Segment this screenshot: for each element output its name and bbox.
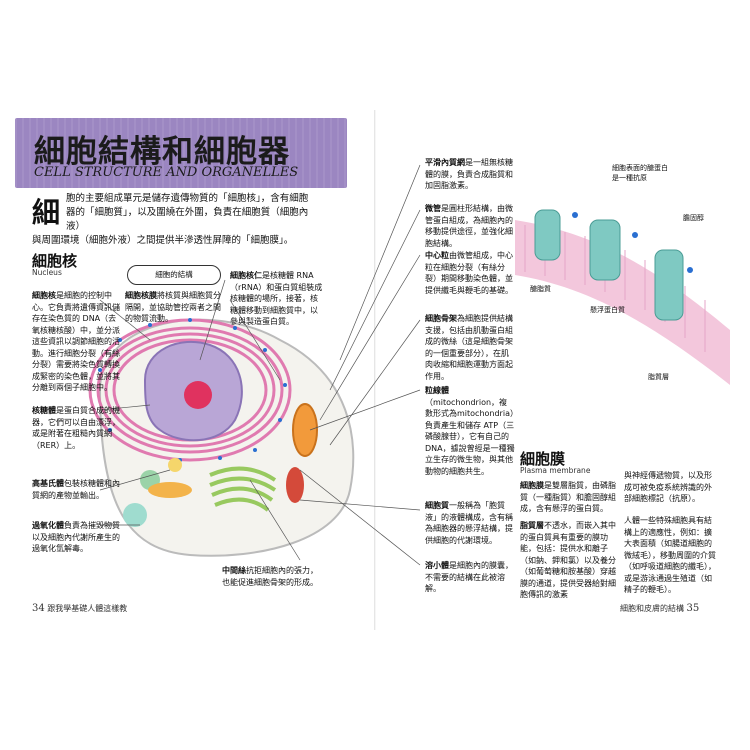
membrane-p2-label: 脂質層: [520, 521, 544, 530]
note-peroxisome-label: 過氧化體: [32, 521, 64, 530]
note-microtubule: 微管是圓柱形結構，由微管蛋白組成，為細胞內的移動提供途徑，並強化細胞結構。: [425, 203, 515, 249]
membrane-para-1: 細胞膜是雙層脂質，由磷脂質（一種脂質）和膽固醇組成，含有懸浮的蛋白質。: [520, 480, 620, 515]
mitochondrion-shape: [292, 403, 318, 457]
note-intermediate-filament: 中間絲抗拒細胞內的張力，也能促進細胞骨架的形成。: [222, 565, 322, 588]
note-ribosome-label: 核糖體: [32, 406, 56, 415]
folio-left: 34 跟我學基礎人體這樣教: [32, 603, 127, 614]
page-number-left: 34: [32, 603, 45, 614]
page-spine: [374, 110, 376, 630]
note-pore-label: 細胞核膜: [125, 291, 157, 300]
note-lysosome: 溶小體是細胞內的膜囊，不需要的結構在此被溶解。: [425, 560, 515, 595]
right-page: [375, 110, 750, 630]
note-ser-text: 是一組無核糖體的膜，負責合成脂質和加固脂激素。: [425, 158, 513, 190]
note-nucleus: 細胞核是細胞的控制中心。它負責將遺傳資訊儲存在染色質的 DNA（去氧核糖核酸）中…: [32, 290, 124, 394]
note-vesicle-label: 細胞質: [425, 501, 449, 510]
note-centriole-label: 中心粒: [425, 251, 449, 260]
page-title-english: CELL STRUCTURE AND ORGANELLES: [34, 165, 299, 180]
label-lipid-layer: 脂質層: [648, 373, 669, 381]
membrane-diagram: [515, 209, 730, 385]
note-ribosome: 核糖體是蛋白質合成的機器，它們可以自由漂浮，或是附著在粗糙內質網（RER）上。: [32, 405, 124, 451]
note-nuclear-envelope: 細胞核膜將核質與細胞質分隔開，並協助管控兩者之間的物質流動。: [125, 290, 223, 325]
note-ribosome-text: 是蛋白質合成的機器，它們可以自由漂浮，或是附著在粗糙內質網（RER）上。: [32, 406, 120, 450]
note-cytoplasm: 細胞質一般稱為「胞質液」的液體構成，含有稱為細胞器的懸浮結構，提供細胞的代謝環境…: [425, 500, 515, 546]
note-centriole-text: 由微管組成，中心粒在細胞分裂（有絲分裂）期間移動染色體，並提供纖毛與鞭毛的基礎。: [425, 251, 513, 295]
membrane-subheading: Plasma membrane: [520, 466, 591, 475]
note-centriole: 中心粒由微管組成，中心粒在細胞分裂（有絲分裂）期間移動染色體，並提供纖毛與鞭毛的…: [425, 250, 515, 296]
label-cholesterol: 膽固醇: [683, 214, 704, 222]
note-cytoskeleton-label: 細胞骨架: [425, 314, 457, 323]
note-golgi-text: 包裝核糖體和內質網的產物並輸出。: [32, 479, 120, 500]
membrane-col2-b: 人體一些特殊細胞具有結構上的適應性，例如：擴大表面積（如腸道細胞的微絨毛），移動…: [624, 516, 716, 594]
membrane-p1-text: 是雙層脂質，由磷脂質（一種脂質）和膽固醇組成，含有懸浮的蛋白質。: [520, 481, 616, 513]
note-nucleus-text: 是細胞的控制中心。它負責將遺傳資訊儲存在染色質的 DNA（去氧核糖核酸）中，並分…: [32, 291, 120, 392]
intro-line-1: 胞的主要組成單元是儲存遺傳物質的「細胞核」，含有細胞器的「細胞質」，以及圍繞在外…: [66, 193, 309, 232]
note-nucleolus-text: 是核糖體 RNA（rRNA）和蛋白質組裝成核糖體的場所，接著，核糖體移動到細胞質…: [230, 271, 323, 326]
membrane-p1-label: 細胞膜: [520, 481, 544, 490]
nucleus-heading: 細胞核: [32, 252, 78, 270]
note-microtubule-label: 微管: [425, 204, 441, 213]
drop-cap: 細: [32, 196, 61, 229]
nucleus-subheading: Nucleus: [32, 268, 62, 277]
note-filament-label: 中間絲: [222, 566, 246, 575]
note-peroxisome-text: 負責為摧毀物質以及細胞內代謝所產生的過氧化氫解毒。: [32, 521, 120, 553]
note-lysosome-label: 溶小體: [425, 561, 449, 570]
note-vesicle-text: 一般稱為「胞質液」的液體構成，含有稱為細胞器的懸浮結構，提供細胞的代謝環境。: [425, 501, 513, 545]
ribosome-dots: [98, 318, 287, 462]
peroxisome-shape: [123, 503, 147, 527]
note-golgi: 高基氏體包裝核糖體和內質網的產物並輸出。: [32, 478, 124, 501]
label-glycolipid: 醣脂質: [530, 285, 551, 293]
note-nucleolus-label: 細胞核仁: [230, 271, 262, 280]
folio-right: 細胞和皮膚的結構 35: [620, 603, 699, 614]
membrane-para-2: 脂質層不透水，而嵌入其中的蛋白質具有重要的膜功能，包括：提供水和離子（如鈉、鉀和…: [520, 520, 620, 601]
running-head-right: 細胞和皮膚的結構: [620, 604, 684, 613]
diagram-label-pill: 細胞的結構: [127, 265, 221, 285]
note-ser-label: 平滑內質網: [425, 158, 465, 167]
lipid-bilayer-shape: [515, 220, 730, 385]
nucleolus-shape: [184, 381, 212, 409]
note-smooth-er: 平滑內質網是一組無核糖體的膜，負責合成脂質和加固脂激素。: [425, 157, 515, 192]
note-cytoskeleton-text: 為細胞提供結構支援，包括由肌動蛋白組成的微絲（這是細胞骨架的一個重要部分），在肌…: [425, 314, 513, 381]
glycoprotein-dots: [572, 212, 693, 273]
note-mito-label: 粒線體: [425, 386, 449, 395]
note-pore-text: 將核質與細胞質分隔開，並協助管控兩者之間的物質流動。: [125, 291, 221, 323]
intro-line-2: 與周圍環境（細胞外液）之間提供半滲透性屏障的「細胞膜」。: [32, 235, 294, 246]
note-mito-text: （mitochondrion，複數形式為mitochondria）負責產生和儲存…: [425, 397, 515, 476]
note-nucleus-label: 細胞核: [32, 291, 56, 300]
membrane-p2-text: 不透水，而嵌入其中的蛋白質具有重要的膜功能，包括：提供水和離子（如鈉、鉀和氯）以…: [520, 521, 616, 599]
note-nucleolus: 細胞核仁是核糖體 RNA（rRNA）和蛋白質組裝成核糖體的場所，接著，核糖體移動…: [230, 270, 325, 328]
membrane-col2-a: 與神經傳遞物質，以及形成可被免疫系統辨識的外部細胞標記（抗原）。: [624, 471, 712, 503]
membrane-proteins: [534, 209, 684, 321]
note-lysosome-text: 是細胞內的膜囊，不需要的結構在此被溶解。: [425, 561, 513, 593]
page-number-right: 35: [686, 603, 700, 614]
note-mitochondrion: 粒線體 （mitochondrion，複數形式為mitochondria）負責產生…: [425, 385, 515, 477]
running-head-left: 跟我學基礎人體這樣教: [47, 604, 128, 613]
label-protein: 懸浮蛋白質: [590, 306, 625, 314]
mitochondrion-shape-2: [286, 467, 304, 503]
note-microtubule-text: 是圓柱形結構，由微管蛋白組成，為細胞內的移動提供途徑，並強化細胞結構。: [425, 204, 513, 248]
note-peroxisome: 過氧化體負責為摧毀物質以及細胞內代謝所產生的過氧化氫解毒。: [32, 520, 124, 555]
note-golgi-label: 高基氏體: [32, 479, 64, 488]
note-filament-text: 抗拒細胞內的張力，也能促進細胞骨架的形成。: [222, 566, 318, 587]
label-glycocalyx: 細胞表面的醣蛋白是一種抗原: [612, 164, 668, 182]
page-title: 細胞結構和細胞器: [34, 134, 290, 170]
note-cytoskeleton: 細胞骨架為細胞提供結構支援，包括由肌動蛋白組成的微絲（這是細胞骨架的一個重要部分…: [425, 313, 515, 382]
centriole-shape: [148, 482, 192, 498]
membrane-heading: 細胞膜: [520, 450, 566, 468]
golgi-shape: [209, 466, 277, 512]
lysosome-shape: [168, 458, 182, 472]
title-band: [15, 118, 347, 188]
cell-diagram: [88, 318, 355, 557]
